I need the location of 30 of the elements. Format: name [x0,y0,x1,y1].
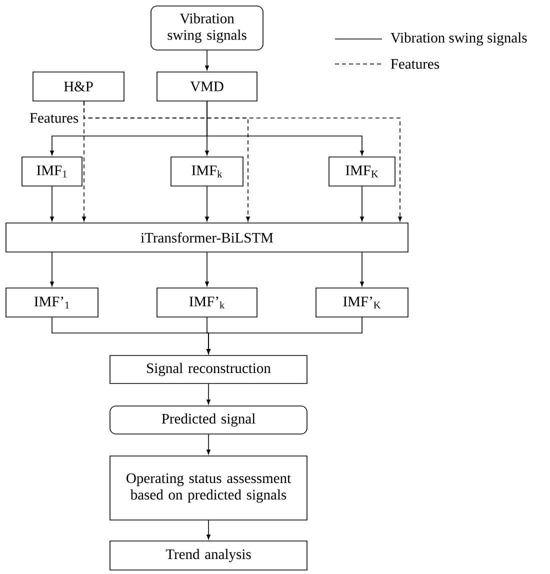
edge-label: Features [30,113,78,123]
arrow [360,252,364,286]
arrow [360,186,364,222]
legend-label: Features [390,59,440,69]
legend-label: Vibration swing signals [390,32,527,46]
process-box: VMD [156,72,258,102]
process-box: Trend analysis [110,540,308,570]
arrow [206,520,210,540]
arrow [206,384,210,404]
rounded-box: Vibration swing signals [150,6,264,50]
dashed-arrow [84,101,402,222]
arrow [205,186,209,222]
process-box: IMF’$_{K}$ [316,288,408,318]
arrow [205,50,209,70]
arrow [206,101,364,156]
process-box: H&P [32,72,124,102]
rounded-box: Predicted signal [110,406,308,434]
process-box: IMF$_{1}$ [22,156,82,186]
process-box: IMF’$_{1}$ [6,288,98,318]
arrow [50,186,54,222]
arrow [50,252,54,286]
arrow [206,434,210,454]
process-box: IMF$_{K}$ [328,156,396,186]
arrow [205,252,209,286]
process-box: Operating status assessment based on predicted signals [110,456,308,520]
arrow [206,317,362,354]
process-box: IMF$_{k}$ [170,156,244,186]
process-box: Signal reconstruction [110,355,308,384]
process-box: IMF’$_{k}$ [156,288,258,318]
process-box: iTransformer-BiLSTM [6,222,408,252]
